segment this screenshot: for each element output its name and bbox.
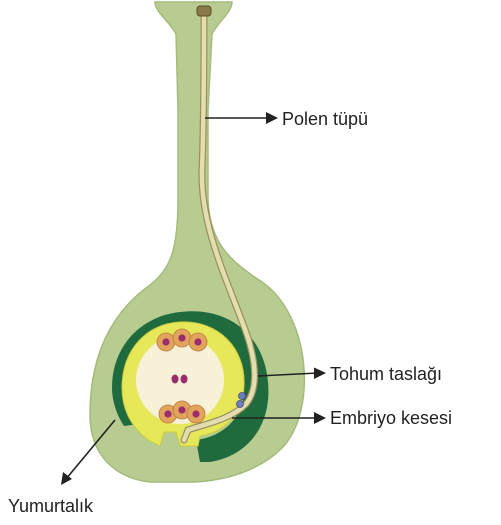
embryo-sac-label: Embriyo kesesi (330, 408, 452, 428)
pollen-tube-label: Polen tüpü (282, 109, 368, 129)
ovary-label: Yumurtalık (8, 496, 94, 516)
ovule-label: Tohum taslağı (330, 364, 442, 384)
pollen-grain (197, 6, 211, 16)
